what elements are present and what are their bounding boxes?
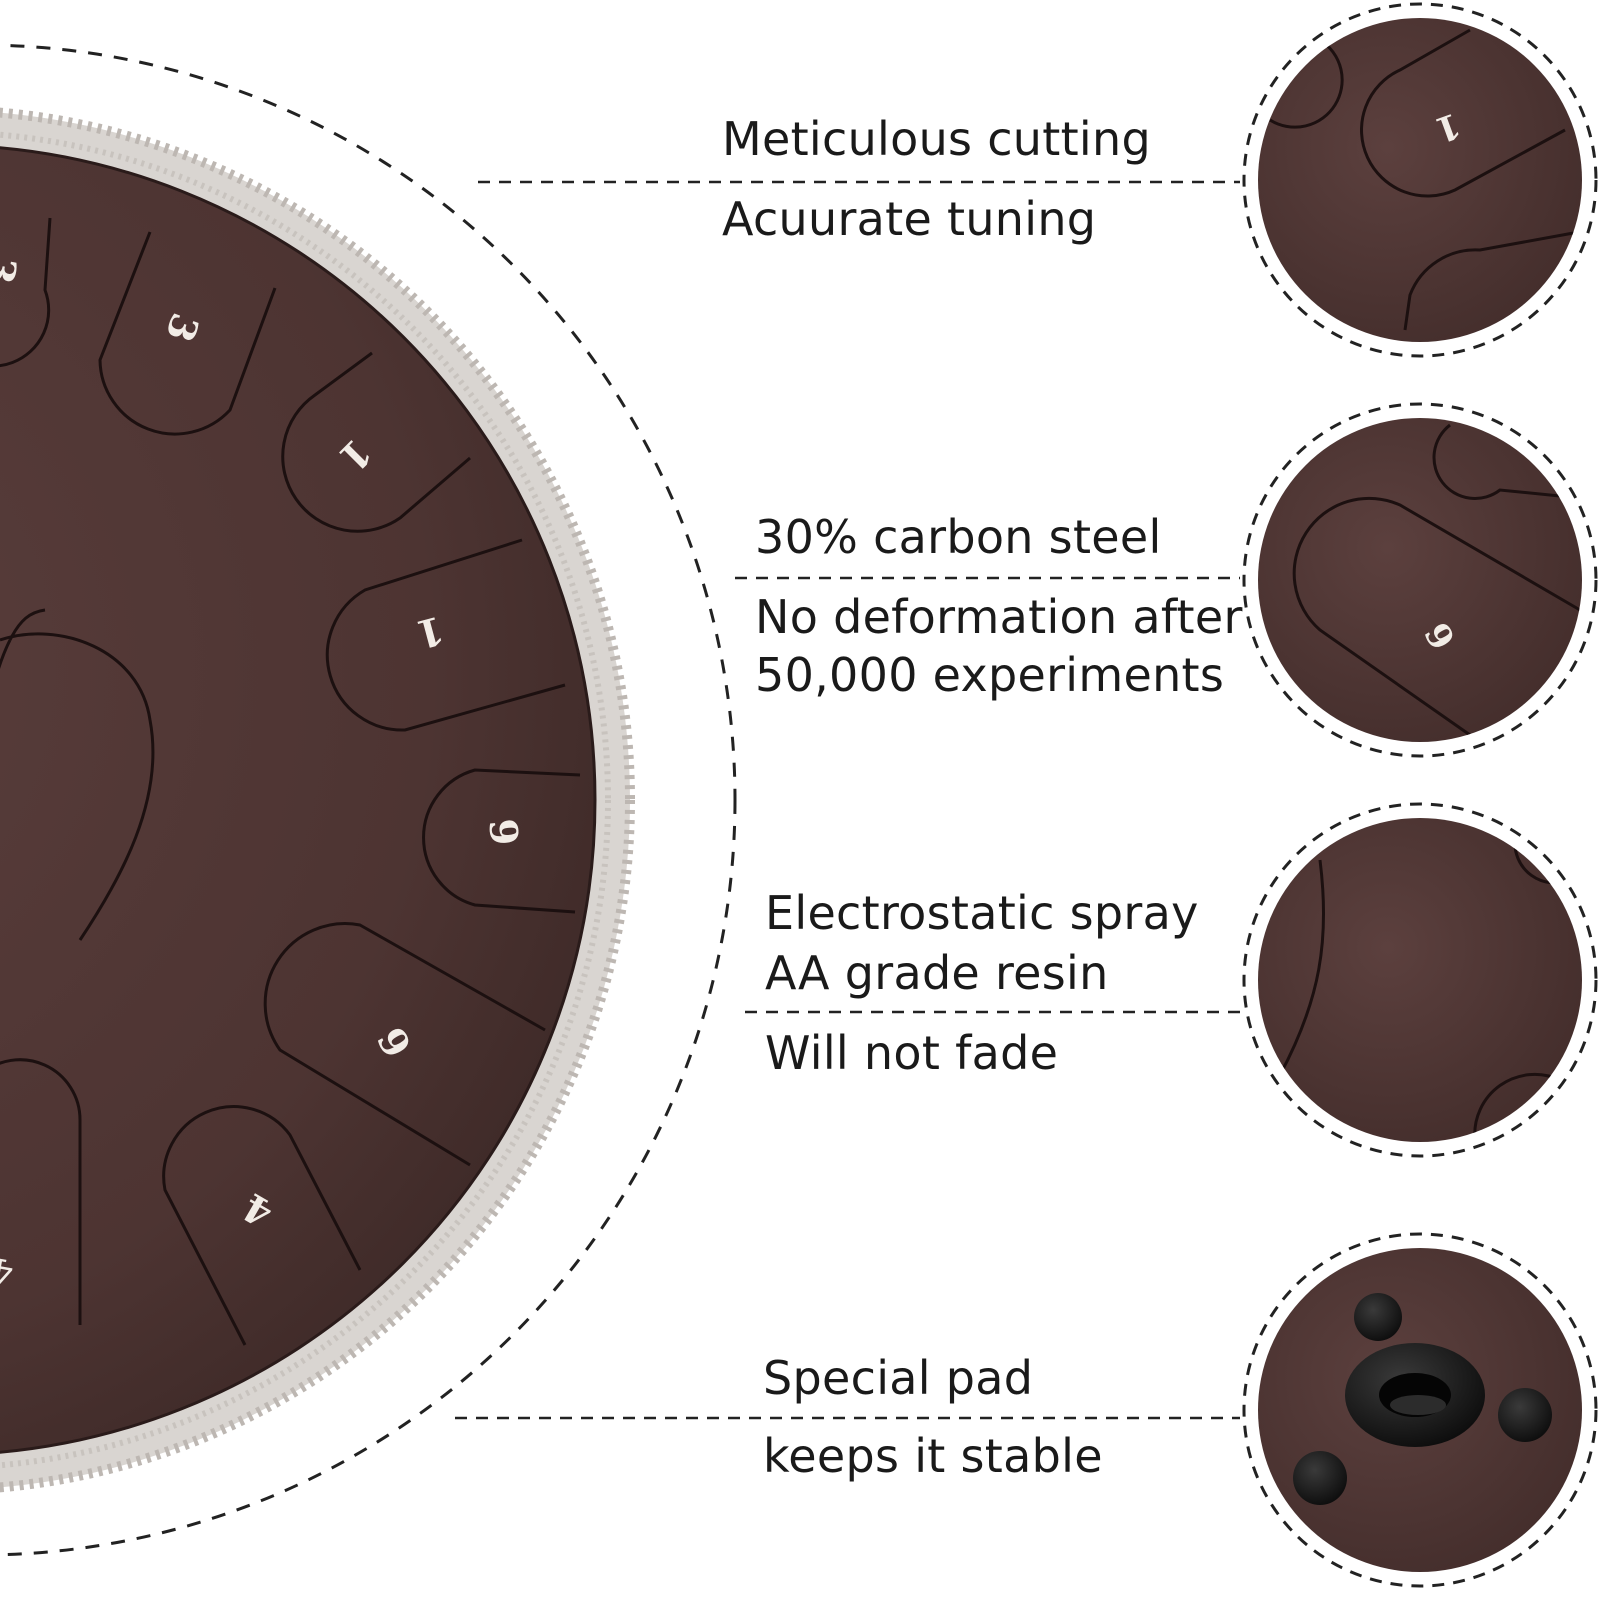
closeup-pad [1242, 1232, 1598, 1588]
feature-cutting-line-1: Meticulous cutting [722, 112, 1151, 166]
foot-pad [1498, 1388, 1552, 1442]
drum-body [0, 147, 595, 1453]
tongue-6-upper [422, 768, 581, 914]
tongue-3 [98, 231, 277, 436]
feature-spray-line-3: Will not fade [765, 1026, 1059, 1080]
drum-tongues [0, 217, 581, 1346]
tongue-bottom-left [0, 1058, 82, 1325]
feature-steel-line-1: 30% carbon steel [755, 510, 1162, 564]
closeup-tongue-1: 1 [1242, 2, 1598, 358]
drum-note-numbers: 3 3 1 1 6 6 4 4 [0, 253, 528, 1297]
drum: 3 3 1 1 6 6 4 4 [0, 107, 635, 1493]
foot-pad [1293, 1451, 1347, 1505]
tongue-1-mid [325, 538, 566, 732]
feature-steel-line-3: 50,000 experiments [755, 648, 1225, 702]
feature-pad-line-2: keeps it stable [763, 1429, 1103, 1483]
feature-pad-line-1: Special pad [763, 1351, 1034, 1405]
foot-pad [1354, 1293, 1402, 1341]
closeup-tongue-6: 6 [1242, 402, 1598, 758]
connector-lines [455, 180, 1240, 1420]
tongue-top-left [0, 217, 52, 368]
tongue-6-lower [263, 922, 546, 1167]
note-label: 6 [481, 817, 528, 847]
feature-cutting-line-2: Acuurate tuning [722, 192, 1097, 246]
closeup-surface [1242, 802, 1598, 1158]
tongue-4 [162, 1105, 362, 1346]
feature-spray-line-2: AA grade resin [765, 946, 1109, 1000]
tongue-1-upper [281, 351, 471, 533]
apple-logo [0, 632, 155, 941]
feature-steel-line-2: No deformation after [755, 590, 1243, 644]
drum-dashed-outline [0, 43, 737, 1557]
feature-spray-line-1: Electrostatic spray [765, 886, 1199, 940]
